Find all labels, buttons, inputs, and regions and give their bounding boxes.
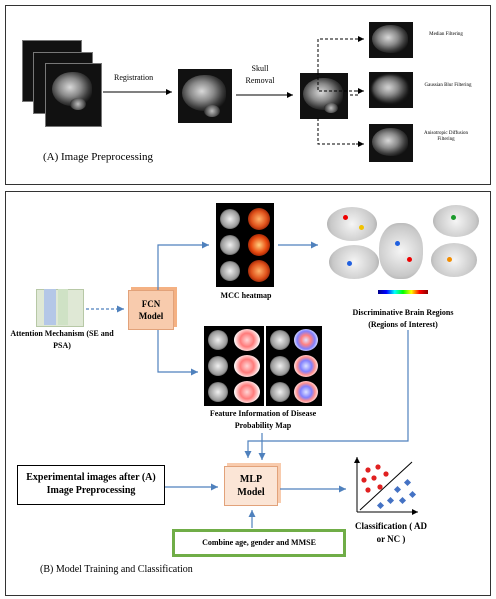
mcc-heatmap-label: MCC heatmap	[220, 291, 272, 300]
median-filtered-mri	[369, 22, 413, 58]
discriminative-regions-label: Discriminative Brain Regions (Regions of…	[352, 308, 454, 329]
attention-tensor-icon	[36, 289, 84, 327]
anisotropic-filtered-mri	[369, 124, 413, 162]
mlp-model-label: MLP Model	[237, 474, 265, 498]
gaussian-filtered-mri	[369, 72, 413, 108]
attention-mechanism-label: Attention Mechanism (SE and PSA)	[10, 329, 114, 350]
feature-information-label: Feature Information of Disease Probabili…	[209, 409, 317, 430]
experimental-images-box: Experimental images after (A) Image Prep…	[17, 465, 165, 505]
fcn-model-box: FCN Model	[128, 290, 174, 330]
clinical-features-box: Combine age, gender and MMSE	[172, 529, 346, 557]
panel-a-caption: (A) Image Preprocessing	[43, 151, 153, 163]
arrow-to-filters	[317, 38, 363, 145]
skull-stripped-mri	[300, 73, 348, 119]
fcn-model-label: FCN Model	[138, 299, 164, 321]
colorbar	[378, 290, 428, 294]
registered-mri	[178, 69, 232, 123]
anisotropic-filtering-label: Anisotropic Diffusion Filtering	[424, 131, 468, 142]
arrow-fcn-to-heatmap	[157, 241, 209, 290]
classification-scatter-icon	[354, 457, 418, 515]
gaussian-filtering-label: Gaussian Blur Filtering	[424, 83, 472, 88]
panel-b-caption: (B) Model Training and Classification	[40, 564, 193, 575]
clinical-features-label: Combine age, gender and MMSE	[202, 538, 316, 547]
arrow-regions-to-mlp	[244, 330, 409, 458]
mlp-model-box: MLP Model	[224, 466, 278, 506]
mcc-heatmap-image	[216, 203, 274, 287]
median-filtering-label: Median Filtering	[429, 32, 463, 37]
registration-label: Registration	[114, 73, 154, 82]
arrow-fcn-to-probability-map	[157, 330, 198, 376]
disease-probability-map-image	[204, 326, 322, 406]
raw-mri-front	[45, 63, 102, 127]
brain-regions-image	[323, 201, 483, 283]
classification-label: Classification ( AD or NC )	[355, 521, 427, 544]
experimental-images-label: Experimental images after (A) Image Prep…	[26, 472, 156, 496]
skull-removal-label: Skull Removal	[245, 64, 275, 85]
